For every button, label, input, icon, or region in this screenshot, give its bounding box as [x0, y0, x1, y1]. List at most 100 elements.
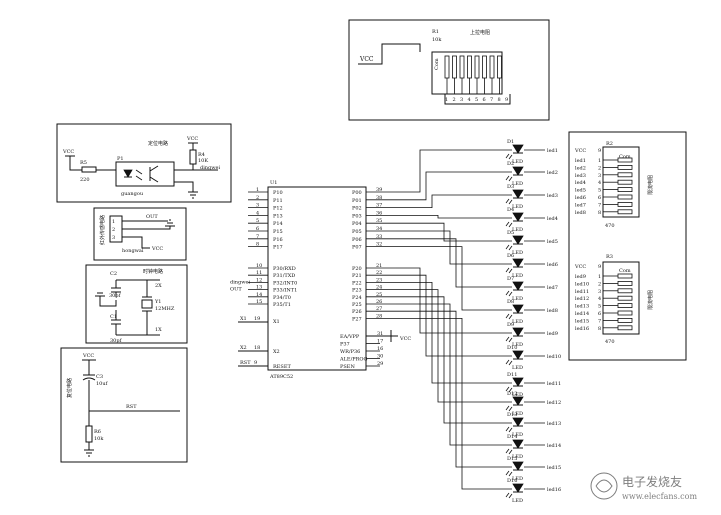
led-light-arrows	[505, 336, 513, 343]
mcu-p2-pin-name: P23	[352, 288, 362, 294]
optocoupler-body	[115, 161, 175, 187]
resistor-row-pin: 6	[598, 195, 601, 201]
resistor-row-led-label: led10	[575, 281, 589, 287]
ir-pin-3: 3	[112, 235, 115, 241]
mcu-p1-pin-name: P11	[273, 198, 283, 204]
led-light-arrows	[505, 198, 513, 205]
ir-pin-2: 2	[112, 227, 115, 233]
led-ref: LED	[512, 392, 523, 398]
mcu-p0-pin-name: P05	[352, 229, 362, 235]
led-bus-wire	[396, 222, 512, 242]
led-net-label: led5	[547, 239, 558, 245]
mcu-p3-pin-num: 14	[256, 292, 262, 298]
led-net-label: led9	[547, 331, 558, 337]
led-diode	[512, 483, 524, 493]
clock-c1-ref: C1	[110, 314, 117, 320]
ir-sensor-module: 红外传感电路 1 2 3 OUT VCC hongwai	[93, 207, 187, 261]
r2-title: 限流电阻	[647, 175, 654, 195]
led-id: D9	[507, 322, 514, 328]
led-light-arrows	[505, 448, 513, 455]
mcu-p0-pin-name: P03	[352, 213, 362, 219]
led-net-label: led11	[547, 381, 561, 387]
watermark-logo-icon	[590, 472, 618, 500]
mcu-p3-pin-num: 15	[256, 299, 262, 305]
mcu-p1-pin-num: 2	[256, 195, 259, 201]
led-bus-wire	[396, 318, 512, 490]
led-diode	[512, 350, 524, 360]
led-bus-wire	[396, 289, 512, 403]
pullup-network-body	[431, 51, 503, 95]
resistor-row-led-label: led5	[575, 188, 586, 194]
reset-title: 复位电路	[66, 378, 73, 398]
positioning-p1-ref: P1	[117, 156, 124, 162]
positioning-ground	[174, 181, 198, 199]
watermark-line1: 电子发烧友	[622, 474, 682, 489]
mcu-p2-pin-num: 26	[376, 299, 382, 305]
led-ref: LED	[512, 432, 523, 438]
pullup-pin-number: 8	[498, 97, 501, 103]
clock-c1-value: 30pf	[110, 338, 123, 344]
mcu-p3-pin-num: 12	[256, 277, 262, 283]
resistor-row-pin: 7	[598, 202, 601, 208]
led-ref: LED	[512, 204, 523, 210]
r2-com: Com	[619, 154, 631, 160]
resistor-row-led-label: led11	[575, 289, 589, 295]
mcu-p0-pin-name: P00	[352, 190, 362, 196]
led-light-arrows	[505, 267, 513, 274]
led-id: D1	[507, 139, 514, 145]
resistor-row-led-label: led9	[575, 274, 586, 280]
clock-frame	[85, 264, 188, 344]
led-bus-wire	[396, 171, 512, 201]
mcu-p0-pin-num: 36	[376, 210, 382, 216]
resistor-row-pin: 5	[598, 188, 601, 194]
mcu-p3-pin-name: P33/INT1	[273, 288, 297, 294]
r2-ref: R2	[606, 141, 613, 147]
mcu-p0-pin-name: P07	[352, 245, 362, 251]
pullup-pin-number: 4	[468, 97, 471, 103]
resistor-row-pin: 3	[598, 173, 601, 179]
c3-capacitor	[82, 374, 96, 426]
pullup-resistor	[474, 55, 480, 79]
mcu-p1-pin-name: P12	[273, 206, 283, 212]
mcu-p2-pin-name: P26	[352, 309, 362, 315]
positioning-vcc1: VCC	[62, 149, 74, 155]
resistor-row-led-label: led8	[575, 210, 586, 216]
pullup-resistor	[444, 55, 450, 79]
r6-resistor	[85, 425, 93, 443]
led-ref: LED	[512, 454, 523, 460]
led-id: D5	[507, 230, 514, 236]
resistor-row-led-label: led13	[575, 304, 589, 310]
led-light-arrows	[505, 290, 513, 297]
mcu-p1-pin-num: 8	[256, 242, 259, 248]
c2-capacitor	[111, 280, 121, 297]
ir-ground	[122, 219, 175, 230]
led-id: D2	[507, 161, 514, 167]
mcu-p1-pin-num: 7	[256, 234, 259, 240]
mcu-p3-pin-num: 13	[256, 285, 262, 291]
led-diode	[512, 304, 524, 314]
positioning-p1-name: guangou	[121, 191, 144, 197]
mcu-ea-vcc-wire	[366, 330, 398, 342]
led-net-label: led12	[547, 400, 561, 406]
pullup-resistor	[489, 55, 495, 79]
led-bus-wire	[396, 282, 512, 384]
mcu-p3-pin-name: P32/INT0	[273, 280, 297, 286]
resistor-row-pin: 1	[598, 274, 601, 280]
pullup-vcc-wire	[358, 43, 421, 65]
mcu-p1-pin-num: 6	[256, 226, 259, 232]
mcu-p1-pin-num: 1	[256, 187, 259, 193]
resistor-row-element	[617, 310, 633, 316]
optocoupler-led-symbol	[123, 169, 133, 178]
mcu-p0-pin-name: P06	[352, 237, 362, 243]
led-net-label: led8	[547, 308, 558, 314]
mcu-ctrl-pin-name: ALE/PROG	[339, 357, 368, 363]
led-diode	[512, 439, 524, 449]
pullup-resistor-array	[444, 55, 502, 94]
resistor-row-element	[617, 172, 633, 178]
